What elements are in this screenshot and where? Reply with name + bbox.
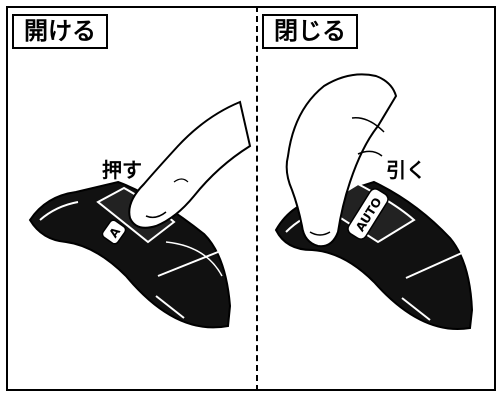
close-title: 閉じる <box>262 14 358 49</box>
push-label: 押す <box>102 158 142 182</box>
open-panel: 開ける 押す A <box>6 6 256 391</box>
panel-divider <box>256 6 258 391</box>
pull-label: 引く <box>386 158 426 182</box>
push-switch-illustration: A <box>28 100 252 329</box>
switch-body-shape <box>28 180 232 329</box>
pull-switch-illustration: AUTO <box>274 73 474 330</box>
hand-shape <box>285 73 398 248</box>
open-title: 開ける <box>12 14 108 49</box>
outer-frame <box>6 6 496 391</box>
close-panel: 閉じる 引く AUTO <box>258 6 496 391</box>
finger-shape <box>128 100 252 229</box>
